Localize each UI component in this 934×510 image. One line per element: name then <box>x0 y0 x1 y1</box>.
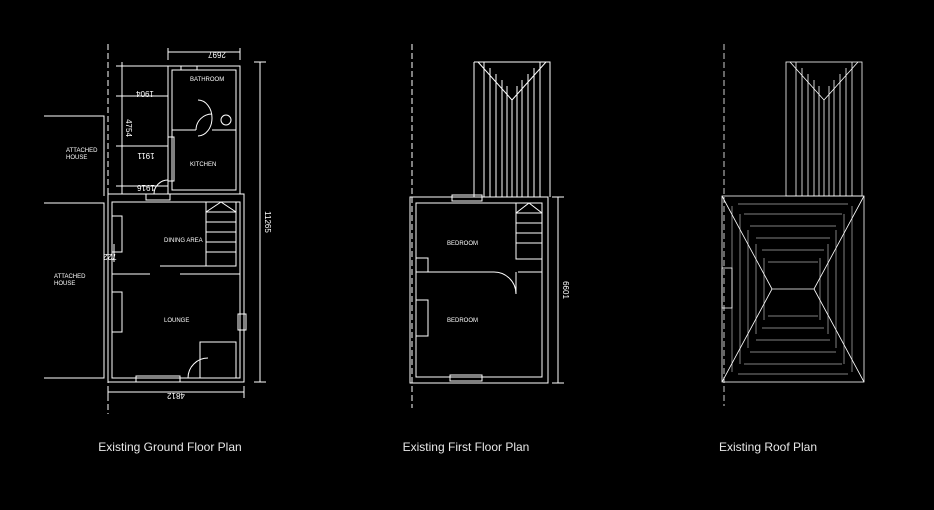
ground-floor-labels: BATHROOM KITCHEN DINING AREA LOUNGE ATTA… <box>54 50 272 400</box>
toilet-pan <box>220 114 232 126</box>
room-label-kitchen: KITCHEN <box>190 162 216 168</box>
room-label-bathroom: BATHROOM <box>190 77 224 83</box>
rear-roof-hatch <box>789 61 859 196</box>
attached-house-lower-line1: ATTACHED <box>54 274 86 280</box>
attached-house-lower-outline <box>44 202 105 379</box>
bedroom-window-front <box>449 374 483 382</box>
caption-first-floor: Existing First Floor Plan <box>403 440 530 454</box>
dim-722: 722 <box>103 252 117 261</box>
dim-4754: 4754 <box>124 119 133 137</box>
room-label-dining: DINING AREA <box>164 238 203 244</box>
kitchen-worktop <box>167 136 175 182</box>
dim-overall-depth: 11265 <box>263 211 272 233</box>
attached-house-lower-line2: HOUSE <box>54 281 75 287</box>
roof-plan <box>721 44 865 406</box>
dim-bottom-width: 4812 <box>167 391 185 400</box>
stair-treads <box>205 201 237 253</box>
first-floor-walls <box>409 196 549 384</box>
bathroom-window <box>180 65 198 71</box>
first-floor-plan <box>409 44 564 408</box>
dim-first-floor-depth: 6601 <box>561 281 570 299</box>
side-window <box>237 313 247 331</box>
chimney-breast-lounge <box>111 291 123 333</box>
bathroom-fitting <box>197 99 213 137</box>
first-floor-labels: BEDROOM BEDROOM 6601 <box>447 241 570 324</box>
main-house-inner <box>111 201 241 379</box>
caption-roof: Existing Roof Plan <box>719 440 817 454</box>
front-door-swing <box>187 357 209 379</box>
main-roof-hips <box>721 195 865 383</box>
first-floor-inner <box>415 202 543 378</box>
roof-chimney <box>721 267 733 309</box>
main-roof-hatch <box>731 203 853 375</box>
rear-roof-hatching <box>477 61 547 197</box>
bathroom-door-swing <box>195 113 213 131</box>
dim-top-width: 2697 <box>208 50 226 59</box>
kitchen-door-swing <box>153 179 169 195</box>
rear-roof-outline <box>474 61 551 197</box>
attached-house-upper-line2: HOUSE <box>66 155 87 161</box>
dim-1904: 1904 <box>136 89 154 98</box>
dim-1916: 1916 <box>137 183 155 192</box>
porch <box>199 341 237 379</box>
chimney-breast-dining <box>111 215 123 253</box>
front-window <box>135 375 181 383</box>
room-label-bedroom-upper: BEDROOM <box>447 241 478 247</box>
kitchen-door-window <box>145 193 171 201</box>
ground-floor-plan <box>44 44 266 414</box>
chimney-upper <box>415 257 429 273</box>
bedroom-window-rear <box>451 194 483 202</box>
attached-house-upper-line1: ATTACHED <box>66 148 98 154</box>
attached-house-upper-outline <box>44 115 105 196</box>
room-label-lounge: LOUNGE <box>164 318 189 324</box>
caption-ground-floor: Existing Ground Floor Plan <box>98 440 241 454</box>
room-label-bedroom-lower: BEDROOM <box>447 318 478 324</box>
chimney-lower <box>415 299 429 337</box>
dim-1911: 1911 <box>137 151 155 160</box>
